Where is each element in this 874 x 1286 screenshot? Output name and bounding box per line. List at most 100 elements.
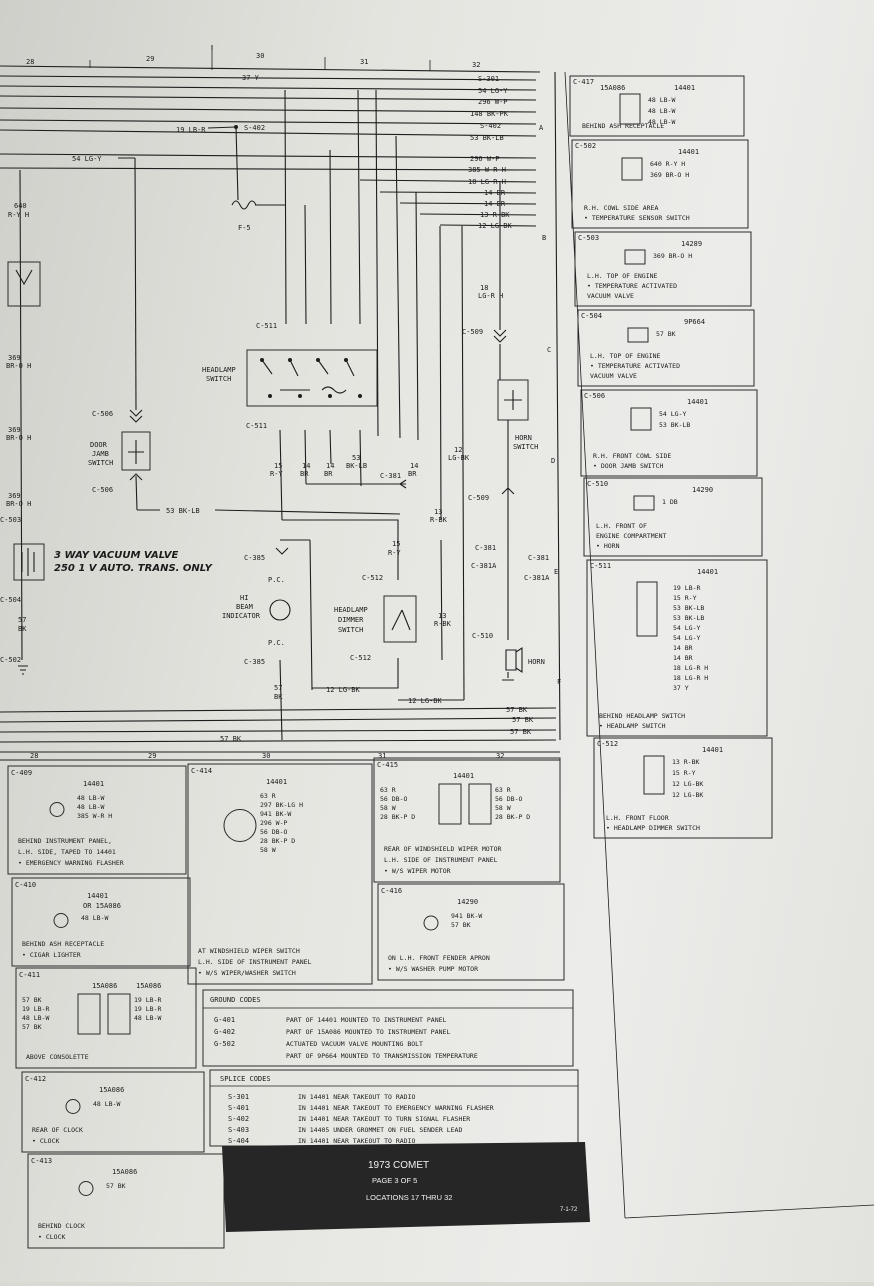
wire-54-lg-y-label: 54 LG-Y (72, 155, 102, 163)
connector-wire: 48 LB-W (22, 1014, 49, 1022)
connector-wire: 15 R-Y (673, 594, 697, 602)
top-wire-label: 14 BR (484, 200, 506, 208)
wire-14-br-label-3: 14 (410, 462, 418, 470)
connector-wire: 941 BK-W (451, 912, 482, 920)
wire-57-label: 57 (18, 616, 26, 624)
connector-plug-icon (621, 157, 643, 181)
title-block-locations: LOCATIONS 17 THRU 32 (366, 1193, 452, 1202)
connector-location: R.H. FRONT COWL SIDE (593, 452, 671, 460)
splice-code: S-401 (228, 1104, 249, 1112)
connector-part-number: 14401 (87, 892, 108, 900)
connector-part-number: 14401 (453, 772, 474, 780)
connector-location: L.H. SIDE, TAPED TO 14401 (18, 848, 116, 856)
connector-plug-icon (53, 913, 69, 928)
connector-id: C-409 (11, 769, 32, 777)
connector-id: C-502 (575, 142, 596, 150)
connector-part-number: 15A086 (112, 1168, 137, 1176)
connector-wire: 13 R-BK (672, 758, 699, 766)
connector-location: L.H. FRONT FLOOR (606, 814, 669, 822)
connector-part-number: 9P664 (684, 318, 705, 326)
ground-code: G-401 (214, 1016, 235, 1024)
connector-plug-icon (633, 495, 655, 511)
bottom-grid-col-28: 28 (30, 752, 38, 760)
splice-code: S-403 (228, 1126, 249, 1134)
connector-location: L.H. SIDE OF INSTRUMENT PANEL (198, 958, 312, 966)
connector-location: VACUUM VALVE (590, 372, 637, 380)
connector-part-number: 14289 (681, 240, 702, 248)
top-wire-label: 53 BK-LB (470, 134, 504, 142)
connector-wire: 48 LB-W (77, 803, 104, 811)
connector-c509-label-1: C-509 (462, 328, 483, 336)
wire-14-br-color-2: BR (324, 470, 333, 478)
wire-15-r-y-color: R-Y (270, 470, 283, 478)
top-wire-label: 13 R-BK (480, 211, 510, 219)
wire-13-color: R-BK (430, 516, 448, 524)
connector-location: • W/S WIPER/WASHER SWITCH (198, 969, 296, 977)
connector-location: • CLOCK (32, 1137, 59, 1145)
hi-beam-label-1: HI (240, 594, 248, 602)
connector-plug-icon (438, 783, 462, 825)
connector-id: C-414 (191, 767, 212, 775)
connector-part-number: 14401 (678, 148, 699, 156)
connector-wire: 57 BK (451, 921, 471, 929)
bottom-grid-col-31: 31 (378, 752, 386, 760)
handwritten-note-1: 3 WAY VACUUM VALVE (54, 550, 178, 561)
connector-id: C-415 (377, 761, 398, 769)
top-wire-bus (0, 75, 537, 227)
connector-c506-label-2: C-506 (92, 486, 113, 494)
connector-plug-icon (643, 755, 665, 795)
connector-location: VACUUM VALVE (587, 292, 634, 300)
door-jamb-label-2: JAMB (92, 450, 109, 458)
connector-plug-icon (77, 993, 101, 1035)
grid-row-d: D (551, 457, 555, 465)
grid-col-32: 32 (472, 61, 480, 69)
connector-part-number: 14401 (266, 778, 287, 786)
connector-part-number: 14290 (692, 486, 713, 494)
wire-57-bk-bus-4: 57 BK (220, 735, 242, 743)
bottom-grid-col-32: 32 (496, 752, 504, 760)
splice-s402-label: S-402 (244, 124, 265, 132)
connector-plug-icon (468, 783, 492, 825)
ground-code-description: PART OF 15A086 MOUNTED TO INSTRUMENT PAN… (286, 1028, 450, 1036)
wire-57-bk-color-1: BK (274, 693, 283, 701)
connector-location: • HEADLAMP SWITCH (599, 722, 666, 730)
ground-code-description: ACTUATED VACUUM VALVE MOUNTING BOLT (286, 1040, 423, 1048)
grid-col-30: 30 (256, 52, 264, 60)
connector-c510-label: C-510 (472, 632, 493, 640)
wire-12-lg-bk-label-2: 12 LG-BK (408, 697, 443, 705)
headlamp-switch-label-1: HEADLAMP (202, 366, 236, 374)
connector-wire: 57 BK (106, 1182, 126, 1190)
top-wire-label: 296 W-P (478, 98, 508, 106)
connector-wire: 19 LB-R (134, 1005, 161, 1013)
connector-id: C-413 (31, 1157, 52, 1165)
top-wire-label: 12 LG-BK (478, 222, 513, 230)
wire-18-label: 18 (480, 284, 488, 292)
connector-wire: 54 LG-Y (659, 410, 686, 418)
headlamp-dimmer-switch (383, 595, 417, 643)
connector-c511-label-1: C-511 (256, 322, 277, 330)
connector-plug-icon (107, 993, 131, 1035)
hi-beam-label-3: INDICATOR (222, 612, 261, 620)
connector-c381-label: C-381 (380, 472, 401, 480)
wire-57-bk-bus-1: 57 BK (506, 706, 528, 714)
grid-col-28: 28 (26, 58, 34, 66)
connector-wire: 18 LG-R H (673, 674, 708, 682)
wire-53-color: BK-LB (346, 462, 367, 470)
headlamp-switch-label-2: SWITCH (206, 375, 231, 383)
connector-location: BEHIND ASH RECEPTACLE (22, 940, 104, 948)
connector-wire: 297 BK-LG H (260, 801, 303, 809)
wire-57-bk-bus-3: 57 BK (510, 728, 532, 736)
bottom-grid-col-30: 30 (262, 752, 270, 760)
connector-wire: 48 LB-W (648, 107, 675, 115)
connector-wire: 57 BK (656, 330, 676, 338)
door-jamb-label-1: DOOR (90, 441, 108, 449)
title-block-title: 1973 COMET (368, 1160, 429, 1171)
